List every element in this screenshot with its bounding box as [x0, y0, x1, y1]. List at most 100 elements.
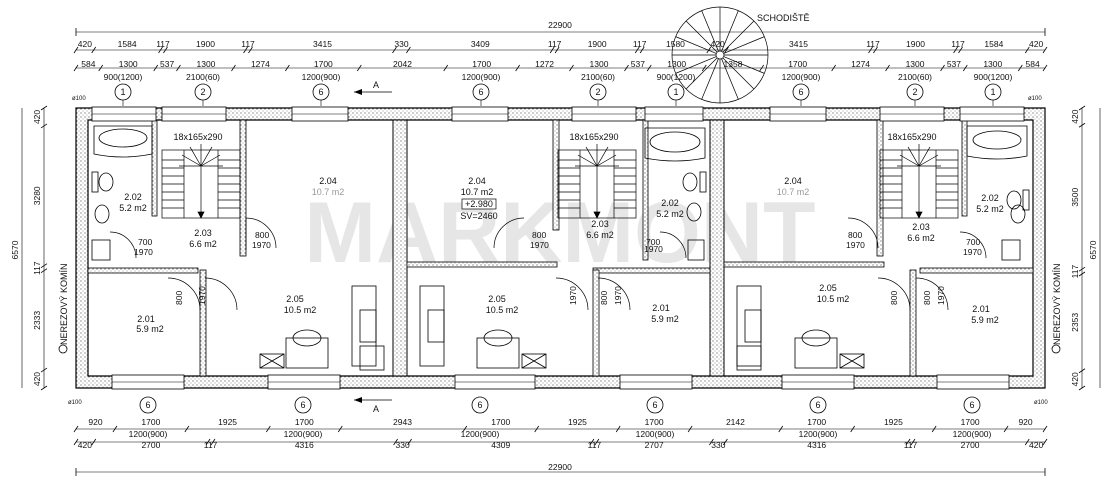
bottom-row3-8: 330: [711, 440, 725, 450]
room-201-area: 5.9 m2: [136, 324, 164, 334]
top-row2-7: 1700: [472, 59, 491, 69]
bottom-row3-4: 330: [396, 440, 410, 450]
bottom-row1-2: 1925: [218, 417, 237, 427]
top-row1-17: 1584: [984, 39, 1003, 49]
bottom-row2-5: 1200(900): [953, 429, 992, 439]
bottom-row1-7: 1700: [645, 417, 664, 427]
svg-text:1970: 1970: [530, 240, 549, 250]
room-203b-id: 2.03: [591, 219, 609, 229]
room-204c-area: 10.7 m2: [777, 187, 810, 197]
room-204b-id: 2.04: [468, 176, 486, 186]
top-row1-7: 3409: [471, 39, 490, 49]
left-dim-2: 117: [32, 261, 42, 275]
svg-text:1970: 1970: [613, 286, 623, 305]
marker-bottom-3: 6: [652, 400, 657, 410]
top-row2-11: 1300: [667, 59, 686, 69]
top-row2-5: 1700: [314, 59, 333, 69]
bottom-row1-11: 1700: [961, 417, 980, 427]
bottom-row3-9: 4316: [807, 440, 826, 450]
top-row2-9: 1300: [590, 59, 609, 69]
bottom-row1-10: 1925: [884, 417, 903, 427]
doors: [109, 217, 987, 311]
bottom-row3-12: 420: [1029, 440, 1043, 450]
top-row1-11: 1580: [666, 39, 685, 49]
chimney-label-right: NEREZOVÝ KOMÍN: [1052, 263, 1062, 345]
marker-bottom-1: 6: [300, 400, 305, 410]
svg-text:700: 700: [966, 237, 980, 247]
marker-top-6: 6: [798, 87, 803, 97]
sill-height: SV=2460: [460, 211, 497, 221]
bottom-row2-1: 1200(900): [284, 429, 323, 439]
top-row2-3: 1300: [196, 59, 215, 69]
chimney-label-left: NEREZOVÝ KOMÍN: [59, 263, 69, 345]
svg-text:1970: 1970: [197, 286, 207, 305]
right-dim-1: 3500: [1070, 188, 1080, 207]
top-row2-15: 1300: [906, 59, 925, 69]
top-row2-12: 1358: [723, 59, 742, 69]
marker-top-7: 2: [912, 87, 917, 97]
svg-text:1970: 1970: [252, 240, 271, 250]
room-202-id: 2.02: [124, 192, 142, 202]
bottom-row1-0: 920: [88, 417, 102, 427]
top-row3-6: 1200(900): [782, 72, 821, 82]
stair-spec-labels: 18x165x290 18x165x290 18x165x290: [173, 132, 936, 142]
svg-text:ø100: ø100: [72, 96, 86, 102]
section-arrows: A A: [354, 80, 392, 414]
svg-text:A: A: [373, 80, 379, 90]
bottom-row1-12: 920: [1018, 417, 1032, 427]
top-row1-5: 3415: [313, 39, 332, 49]
top-row1-15: 1900: [906, 39, 925, 49]
right-dim-3: 2353: [1070, 313, 1080, 332]
svg-text:18x165x290: 18x165x290: [887, 132, 936, 142]
svg-text:ø100: ø100: [1028, 96, 1042, 102]
svg-text:800: 800: [255, 230, 269, 240]
top-row2-17: 1300: [983, 59, 1002, 69]
top-row2-2: 537: [160, 59, 174, 69]
left-dim-1: 3280: [32, 186, 42, 205]
svg-text:800: 800: [922, 291, 932, 305]
bottom-row1-9: 1700: [807, 417, 826, 427]
level-mark: +2.980: [465, 199, 493, 209]
top-row3-3: 1200(900): [462, 72, 501, 82]
marker-top-2: 6: [318, 87, 323, 97]
room-205b-id: 2.05: [488, 294, 506, 304]
top-row3-0: 900(1200): [104, 72, 143, 82]
svg-text:ø100: ø100: [68, 400, 82, 406]
top-row3-1: 2100(60): [186, 72, 220, 82]
bottom-row2-3: 1200(900): [636, 429, 675, 439]
room-201-id: 2.01: [137, 314, 155, 324]
room-205-id: 2.05: [286, 294, 304, 304]
room-205c-id: 2.05: [819, 283, 837, 293]
right-total: 6570: [1088, 240, 1098, 259]
room-203c-area: 6.6 m2: [907, 233, 935, 243]
bottom-row3-2: 117: [204, 440, 218, 450]
room-203b-area: 6.6 m2: [586, 230, 614, 240]
svg-text:1970: 1970: [134, 247, 153, 257]
right-dim-0: 420: [1070, 109, 1080, 123]
svg-text:1970: 1970: [644, 244, 663, 254]
marker-bottom-2: 6: [477, 400, 482, 410]
room-202b-id: 2.02: [661, 198, 679, 208]
bottom-row1-3: 1700: [295, 417, 314, 427]
top-row1-10: 117: [633, 39, 647, 49]
walls: [75, 106, 1046, 390]
bottom-row1-5: 1700: [491, 417, 510, 427]
top-row2-14: 1274: [851, 59, 870, 69]
top-row1-0: 420: [78, 39, 92, 49]
marker-top-3: 6: [478, 87, 483, 97]
marker-circle: [139, 396, 157, 414]
svg-text:800: 800: [599, 291, 609, 305]
top-row1-18: 420: [1029, 39, 1043, 49]
left-dim-3: 2333: [32, 311, 42, 330]
bottom-row3-11: 2700: [961, 440, 980, 450]
fixtures: [91, 125, 1030, 371]
room-201c-id: 2.01: [972, 304, 990, 314]
dimension-lines: [21, 28, 1101, 476]
svg-text:700: 700: [646, 237, 660, 247]
bottom-row2-2: 1200(900): [461, 429, 500, 439]
top-row2-10: 537: [631, 59, 645, 69]
overall-top: 22900: [548, 20, 572, 30]
